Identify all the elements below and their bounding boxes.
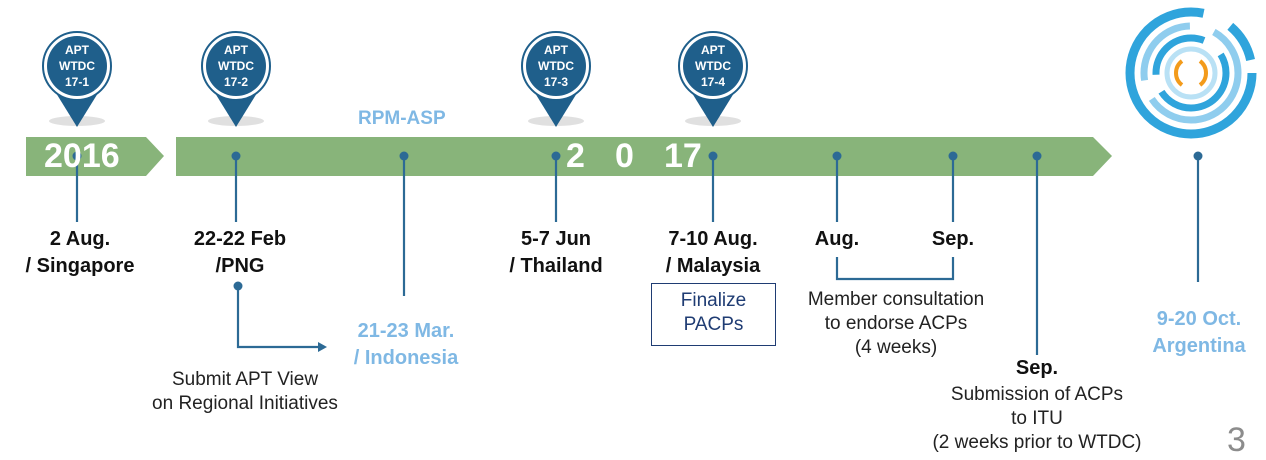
event-sep-consultation: Sep. (931, 228, 975, 250)
event-aug: Aug. (814, 228, 860, 250)
year-2017-digit-0: 0 (615, 137, 634, 175)
year-2017-digit-2: 2 (566, 137, 585, 175)
year-2017-digits-17: 17 (664, 137, 702, 175)
event-sep-submission: Sep. (1015, 357, 1059, 379)
location-pin-icon (201, 31, 271, 127)
banner-2017 (176, 137, 1112, 176)
itu-wtdc-ring-logo (1125, 7, 1257, 139)
event-indonesia: 21-23 Mar./ Indonesia (353, 320, 459, 369)
location-pin-icon (521, 31, 591, 127)
rpm-asp-label: RPM-ASP (358, 108, 446, 129)
arrow-head (318, 342, 327, 352)
event-png: 22-22 Feb/PNG (193, 228, 287, 277)
page-number: 3 (1227, 421, 1246, 459)
timeline-dots (72, 151, 1203, 291)
banner-2016 (26, 137, 164, 176)
event-singapore: 2 Aug./ Singapore (25, 228, 135, 277)
event-malaysia: 7-10 Aug./ Malaysia (665, 228, 761, 277)
location-pin-icon (678, 31, 748, 127)
event-thailand: 5-7 Jun/ Thailand (509, 228, 603, 277)
connector-lines (75, 156, 1200, 355)
location-pin-icon (42, 31, 112, 127)
event-argentina: 9-20 Oct.Argentina (1152, 308, 1246, 357)
year-2016: 2016 (44, 137, 120, 175)
